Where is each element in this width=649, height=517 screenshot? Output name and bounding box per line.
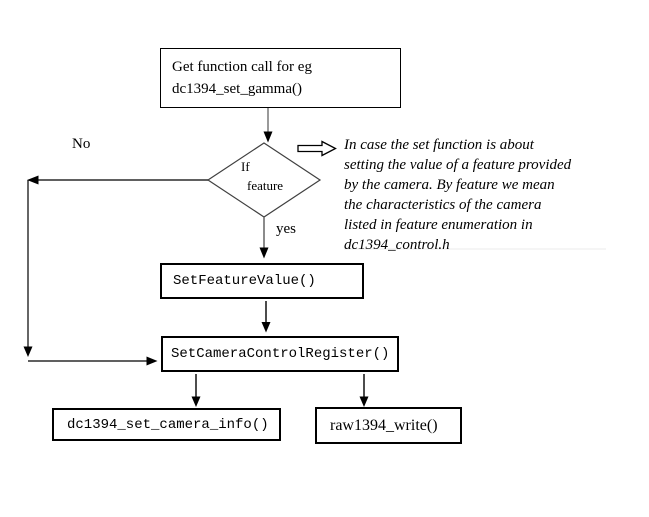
edge-no-down (23, 180, 33, 357)
start-node-line2: dc1394_set_gamma() (172, 81, 302, 97)
annotation-text: In case the set function is about settin… (344, 135, 610, 255)
setfeaturevalue-node: SetFeatureValue() (160, 263, 364, 299)
setfeaturevalue-label: SetFeatureValue() (173, 273, 316, 289)
dc1394-set-camera-info-label: dc1394_set_camera_info() (67, 416, 269, 433)
edge-no-left (27, 175, 208, 185)
edge-register-to-rawwrite (359, 374, 369, 407)
edge-yes-to-setfeaturevalue (259, 217, 269, 259)
annotation-line: In case the set function is about (344, 137, 534, 153)
edge-start-to-decision (263, 108, 273, 143)
decision-label-line1: If (241, 159, 250, 174)
start-node-line1: Get function call for eg (172, 59, 312, 75)
decision-label-line2: feature (247, 178, 284, 193)
annotation-line: by the camera. By feature we mean (344, 177, 555, 193)
edge-no-into-register (28, 356, 158, 366)
dc1394-set-camera-info-node: dc1394_set_camera_info() (52, 408, 281, 441)
raw1394-write-label: raw1394_write() (330, 416, 438, 434)
start-node: Get function call for eg dc1394_set_gamm… (160, 48, 401, 108)
annotation-line: setting the value of a feature provided (344, 157, 572, 173)
edge-register-to-camerainfo (191, 374, 201, 407)
setcameracontrolregister-label: SetCameraControlRegister() (171, 346, 390, 362)
edge-label-no: No (72, 136, 91, 152)
raw1394-write-node: raw1394_write() (315, 407, 462, 444)
annotation-line: listed in feature enumeration in (344, 217, 533, 233)
annotation-line: the characteristics of the camera (344, 197, 542, 213)
edge-label-yes: yes (276, 221, 296, 237)
block-right-arrow-icon (297, 140, 337, 157)
setcameracontrolregister-node: SetCameraControlRegister() (161, 336, 399, 372)
annotation-line: dc1394_control.h (344, 237, 450, 253)
edge-setfeaturevalue-to-register (261, 301, 271, 333)
